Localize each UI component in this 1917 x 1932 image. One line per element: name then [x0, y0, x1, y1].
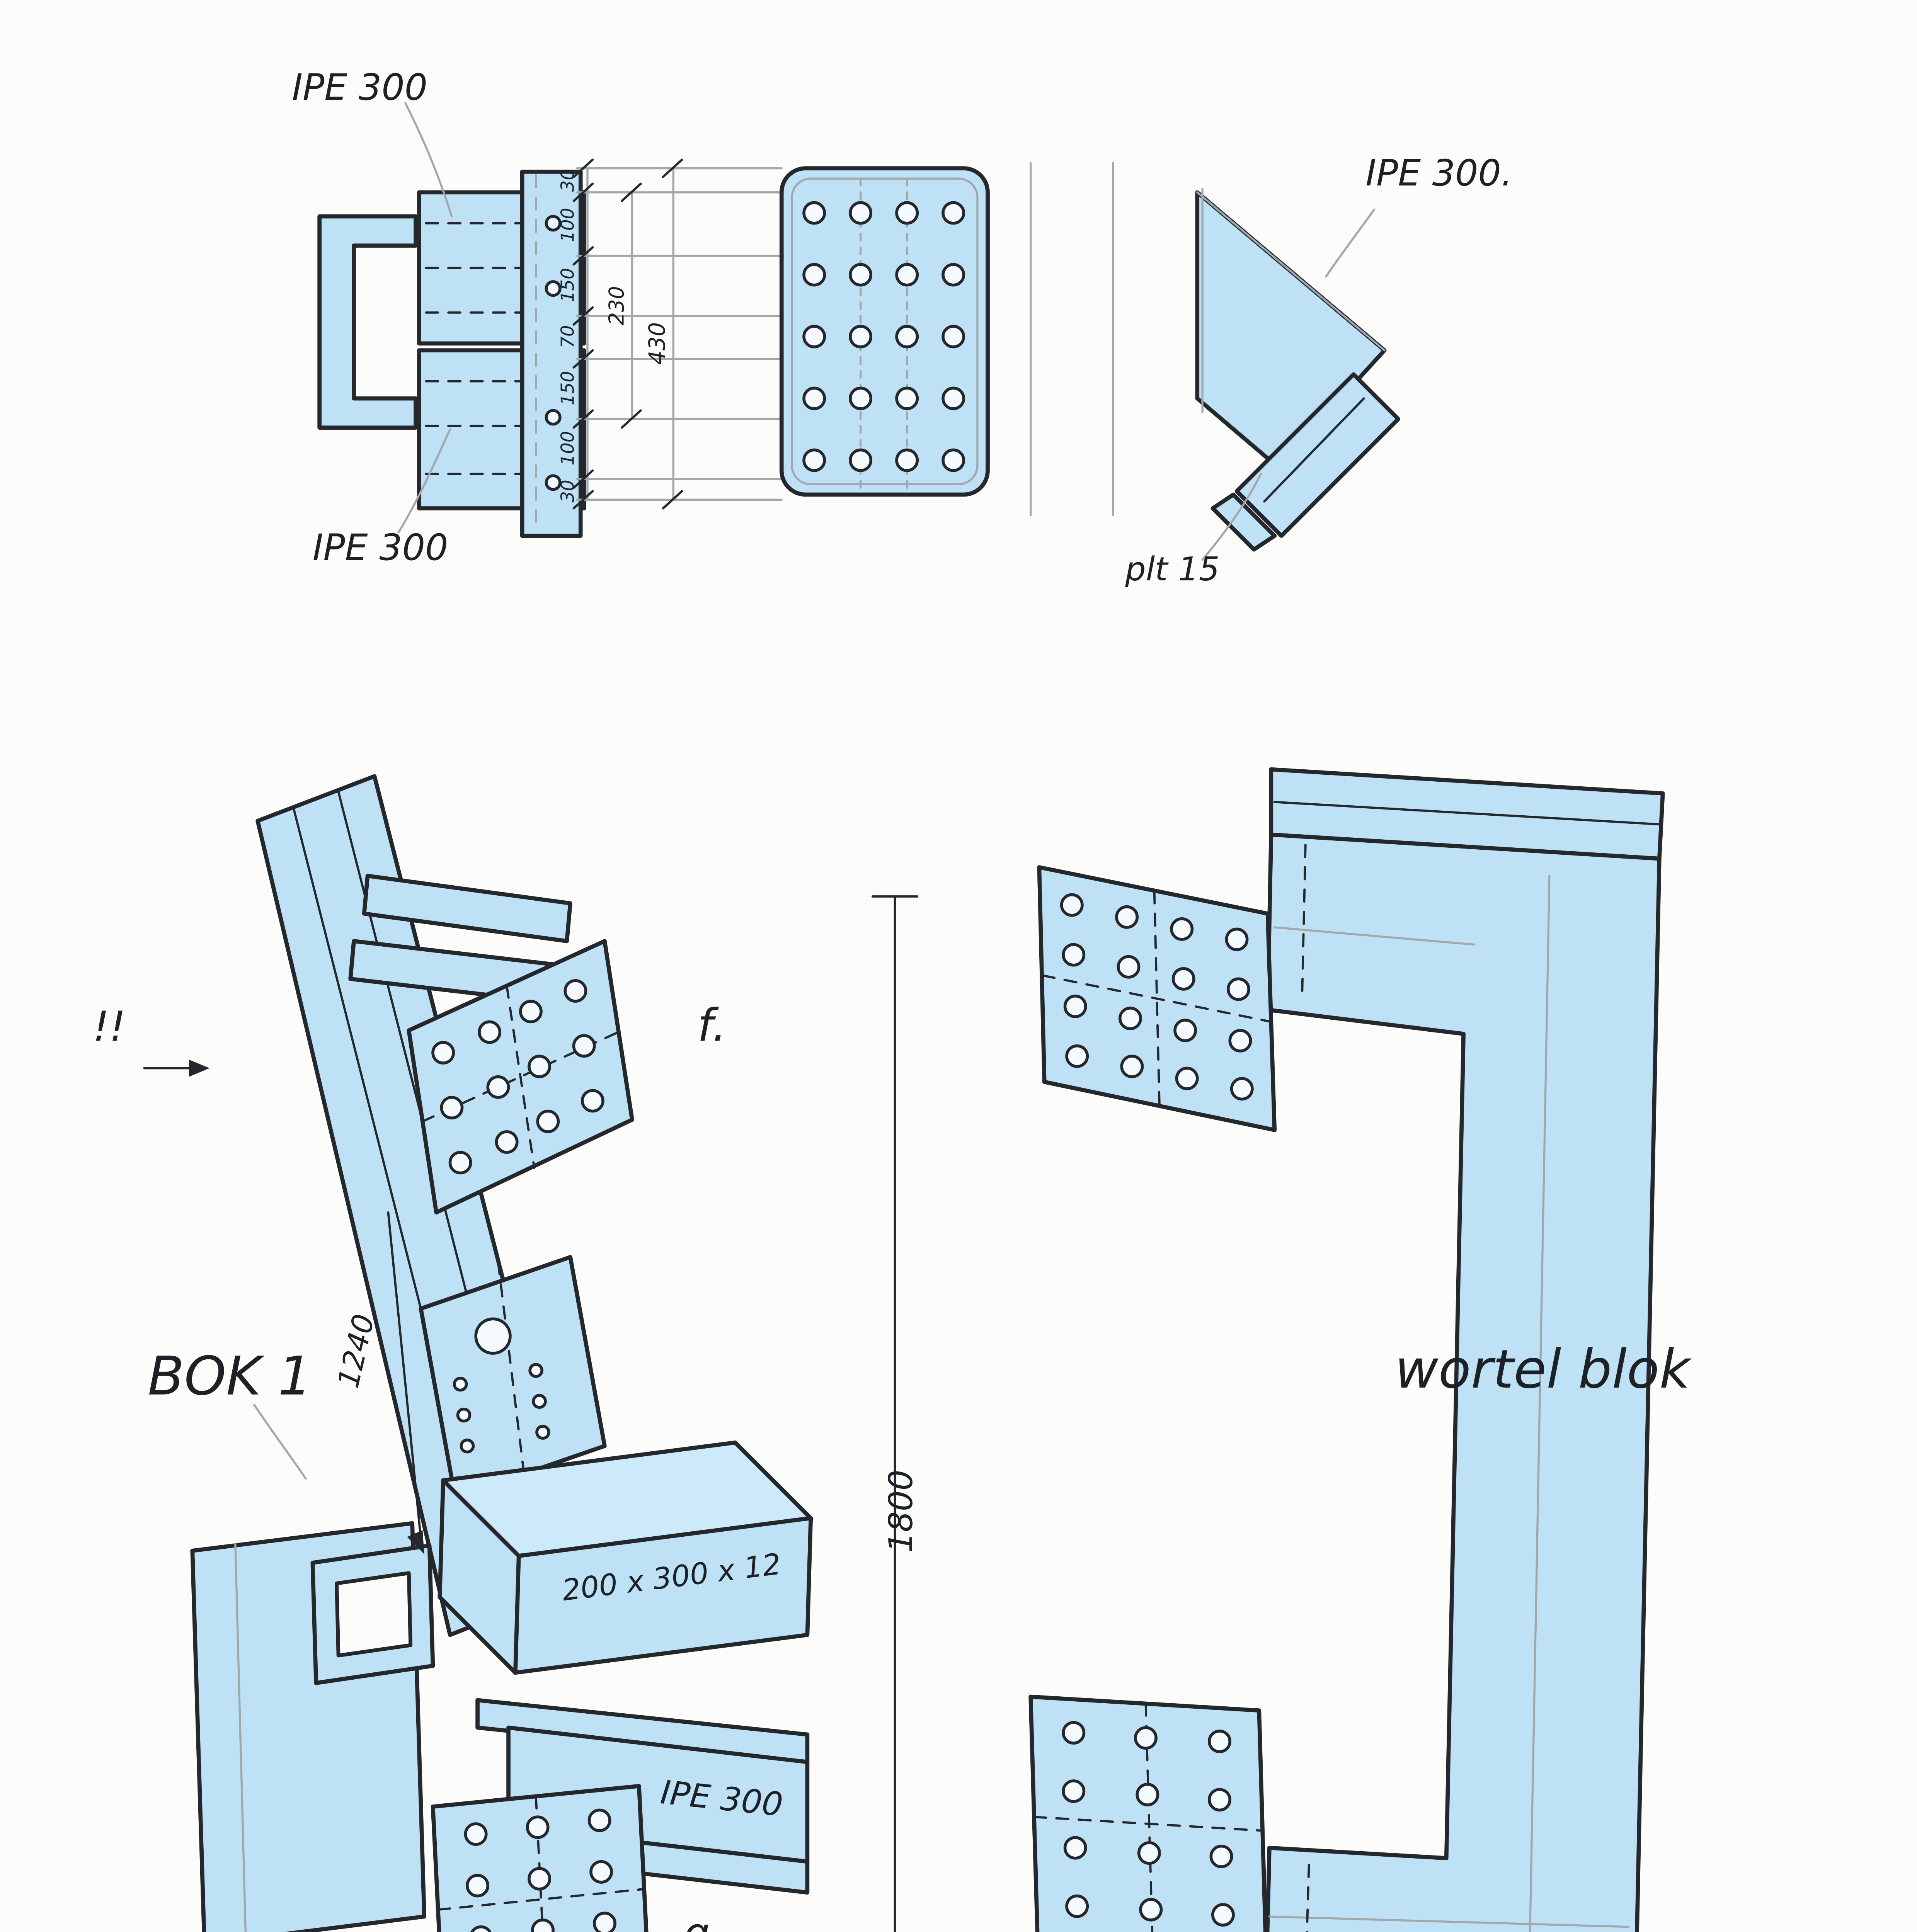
dim-chain-1: 100 [557, 208, 578, 242]
upper-plate-holes [431, 979, 604, 1175]
column-plate-strip [520, 170, 583, 538]
top-middle-bolt-plate: 30 100 150 70 150 100 30 230 430 [557, 158, 1114, 516]
dim-chain: 30 100 150 70 150 100 30 230 430 [557, 158, 683, 510]
bolt-plate [779, 166, 990, 497]
label-ipe300-top-left: IPE 300 [292, 66, 428, 109]
dim-chain-0: 30 [557, 169, 578, 192]
dim-chain-6: 30 [557, 480, 578, 502]
label-ipe300-bottom-left: IPE 300 [313, 527, 448, 569]
dim-chain-2: 150 [557, 268, 578, 302]
top-slat-1 [362, 874, 572, 943]
label-ipe300-right: IPE 300. [1365, 152, 1512, 194]
dim-agg-430: 430 [644, 322, 670, 365]
dim-agg-230: 230 [604, 286, 628, 325]
dim-1800: 1800 [882, 1470, 920, 1553]
top-right-ipe-corner: IPE 300. plt 15 [1125, 152, 1512, 588]
wortel-top-plate-holes [1060, 893, 1254, 1101]
wortel-blok: wortel blok [1028, 767, 1692, 1932]
bok1-assembly: IPE 300 200 x 300 x 12 !! f. BOK 1 1240 … [93, 774, 920, 1932]
label-plt15: plt 15 [1125, 550, 1219, 588]
dim-chain-4: 150 [557, 371, 578, 405]
bolt-plate-holes [802, 201, 965, 472]
label-g: g. [684, 1910, 723, 1932]
dim-chain-5: 100 [557, 431, 578, 465]
label-exclamation: !! [93, 1003, 126, 1051]
wortel-bottom-plate-holes [1062, 1721, 1235, 1927]
corner-channel-foot [1210, 492, 1277, 552]
dim-chain-3: 70 [557, 325, 578, 348]
ipe-end-profile [317, 214, 418, 430]
label-wortel-blok: wortel blok [1395, 1338, 1692, 1400]
corner-channel [1234, 372, 1401, 538]
wortel-body [1265, 832, 1662, 1932]
wortel-bottom-plate [1028, 1694, 1268, 1932]
bottom-plate-holes [464, 1808, 616, 1932]
dim-1240: 1240 [331, 1311, 381, 1391]
box-beam-200x300: 200 x 300 x 12 [438, 1440, 813, 1675]
top-left-ipe-connection: IPE 300 IPE 300 [292, 66, 586, 569]
label-bok1: BOK 1 [148, 1345, 312, 1407]
label-f: f. [697, 1000, 726, 1051]
